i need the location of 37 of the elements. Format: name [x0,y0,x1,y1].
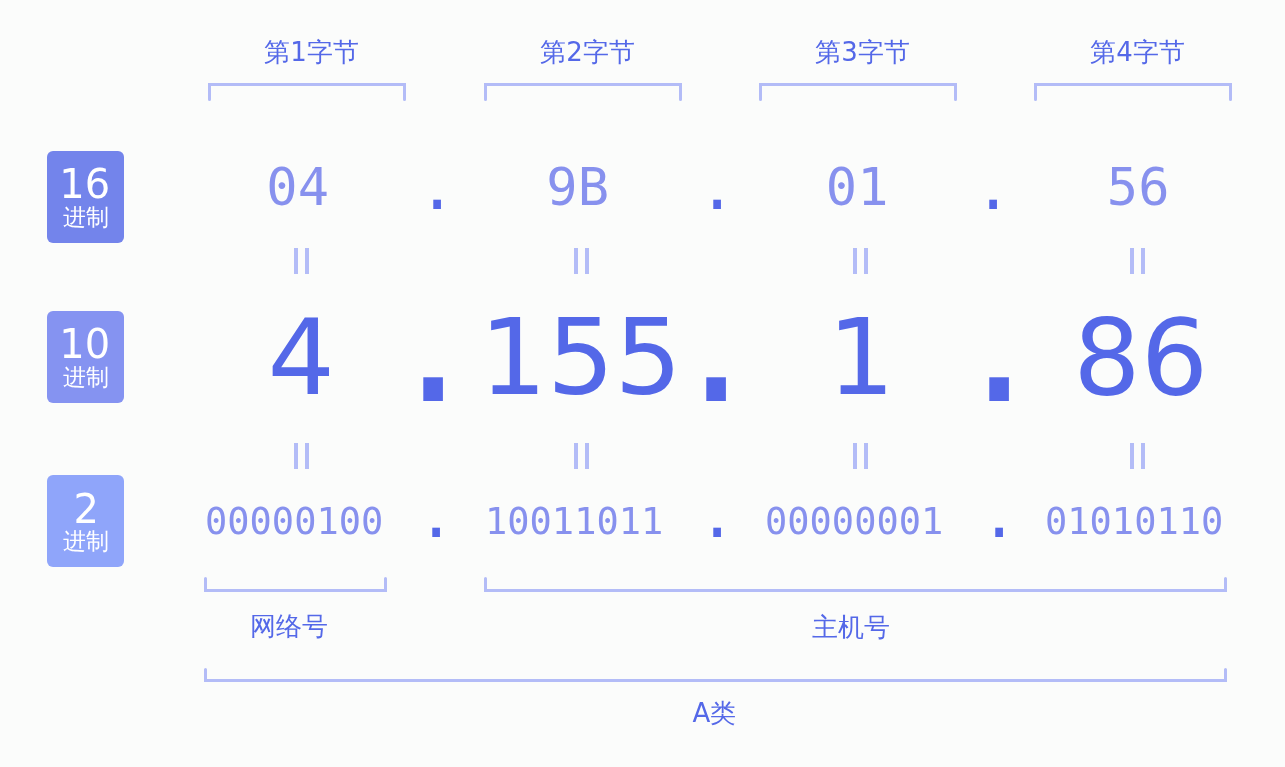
separator-dot: . [423,377,443,401]
base-number: 2 [75,491,96,523]
decimal-number: 86 [1080,316,1202,396]
separator-dot: . [431,527,441,537]
base-badge [47,151,124,243]
separator-dot: . [988,199,998,209]
byte-heading: 第3字节 [815,37,909,65]
part-label: 网络号 [251,613,327,639]
separator-dot: . [712,527,722,537]
separator-dot: . [994,527,1004,537]
byte-heading: 第2字节 [540,37,634,65]
decimal-number: 1 [838,317,886,395]
hex-number: 56 [1109,166,1167,206]
byte-heading: 第4字节 [1090,37,1184,65]
class-label: A类 [692,700,736,726]
separator-dot: . [712,199,722,209]
base-number: 10 [63,327,108,359]
hex-number: 04 [269,166,327,206]
separator-dot: . [989,377,1009,401]
base-caption: 进制 [63,365,108,389]
binary-number: 01010110 [1047,506,1221,536]
base-caption: 进制 [63,205,108,229]
hex-number: 01 [828,166,886,206]
decimal-number: 155 [490,317,674,395]
binary-number: 00000001 [767,506,941,536]
separator-dot: . [432,199,442,209]
part-label: 主机号 [811,612,889,640]
byte-heading: 第1字节 [264,37,358,65]
separator-dot: . [706,377,726,401]
base-badge [47,475,124,567]
base-caption: 进制 [63,529,108,553]
base-number: 16 [63,167,108,199]
binary-number: 10011011 [489,506,661,536]
decimal-number: 4 [272,317,330,395]
base-badge [47,311,124,403]
binary-number: 00000100 [207,506,381,536]
hex-number: 9B [549,166,607,206]
